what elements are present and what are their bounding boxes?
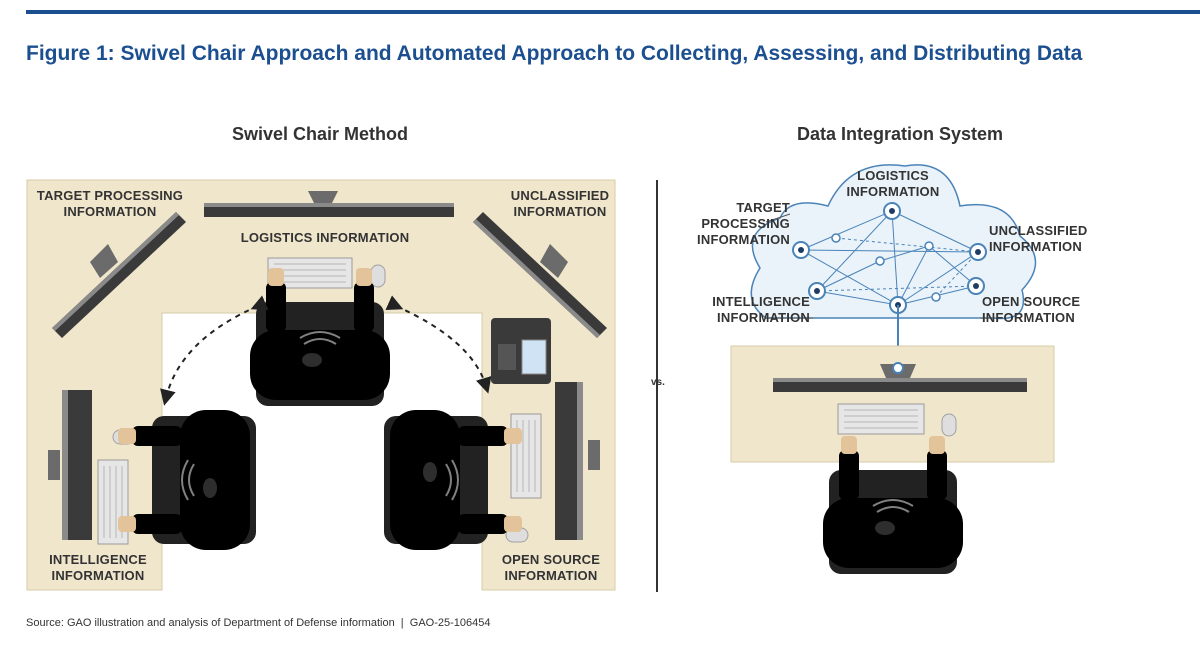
label-line: PROCESSING xyxy=(701,216,790,231)
data-integration-heading: Data Integration System xyxy=(796,124,1004,144)
label-line: INTELLIGENCE xyxy=(712,294,810,309)
label-line: UNCLASSIFIED xyxy=(989,223,1088,238)
label-int-intelligence: INTELLIGENCE INFORMATION xyxy=(680,294,810,326)
label-unclassified: UNCLASSIFIED INFORMATION xyxy=(490,188,630,220)
network-cloud xyxy=(750,164,1037,320)
label-line: OPEN SOURCE xyxy=(501,552,601,567)
label-logistics: LOGISTICS INFORMATION xyxy=(240,230,410,245)
data-integration-scene: #s4 .u{fill:#5b6650}#s4 .h{fill:#6f7a64} xyxy=(730,164,1055,575)
label-line: INFORMATION xyxy=(989,239,1082,254)
desk-phone-icon xyxy=(491,318,551,384)
target-processing-monitor xyxy=(52,212,186,338)
open-source-keyboard xyxy=(510,413,542,499)
figure-title: Figure 1: Swivel Chair Approach and Auto… xyxy=(26,42,1083,65)
vs-label: vs. xyxy=(651,377,665,388)
intelligence-monitor xyxy=(48,390,92,540)
label-int-open-source: OPEN SOURCE INFORMATION xyxy=(982,294,1112,326)
label-line: UNCLASSIFIED xyxy=(510,188,610,203)
label-target-processing: TARGET PROCESSING INFORMATION xyxy=(30,188,190,220)
label-line: TARGET PROCESSING xyxy=(36,188,184,203)
label-line: LOGISTICS xyxy=(857,168,929,183)
swivel-arrow-left xyxy=(160,295,269,406)
swivel-chair-heading: Swivel Chair Method xyxy=(231,124,409,144)
label-line: INTELLIGENCE xyxy=(49,552,147,567)
logistics-monitor xyxy=(204,191,454,217)
label-int-unclassified: UNCLASSIFIED INFORMATION xyxy=(989,223,1119,255)
label-line: INFORMATION xyxy=(51,568,145,583)
integrated-keyboard xyxy=(837,403,925,435)
label-line: OPEN SOURCE xyxy=(982,294,1081,309)
label-open-source: OPEN SOURCE INFORMATION xyxy=(488,552,614,584)
mouse-icon xyxy=(370,264,386,288)
unclassified-monitor xyxy=(473,212,607,338)
label-line: INFORMATION xyxy=(717,310,810,325)
source-note: Source: GAO illustration and analysis of… xyxy=(26,617,491,629)
label-int-target: TARGET PROCESSING INFORMATION xyxy=(680,200,790,248)
label-line: INFORMATION xyxy=(846,184,940,199)
label-line: INFORMATION xyxy=(504,568,598,583)
label-line: INFORMATION xyxy=(697,232,790,247)
mouse-icon xyxy=(941,413,957,437)
open-source-monitor xyxy=(555,382,600,540)
label-intelligence: INTELLIGENCE INFORMATION xyxy=(30,552,166,584)
swivel-chair-room: #s1 .u{fill:#5b6650}#s1 .h{fill:#6f7a64}… xyxy=(26,179,616,591)
label-line: INFORMATION xyxy=(63,204,157,219)
top-rule xyxy=(26,10,1200,14)
label-line: INFORMATION xyxy=(982,310,1075,325)
label-line: INFORMATION xyxy=(513,204,607,219)
label-line: TARGET xyxy=(736,200,790,215)
vs-divider xyxy=(656,180,658,592)
label-int-logistics: LOGISTICS INFORMATION xyxy=(838,168,948,200)
network-nodes xyxy=(792,202,987,314)
swivel-arrow-right xyxy=(385,295,492,394)
integrated-monitor xyxy=(773,362,1027,392)
